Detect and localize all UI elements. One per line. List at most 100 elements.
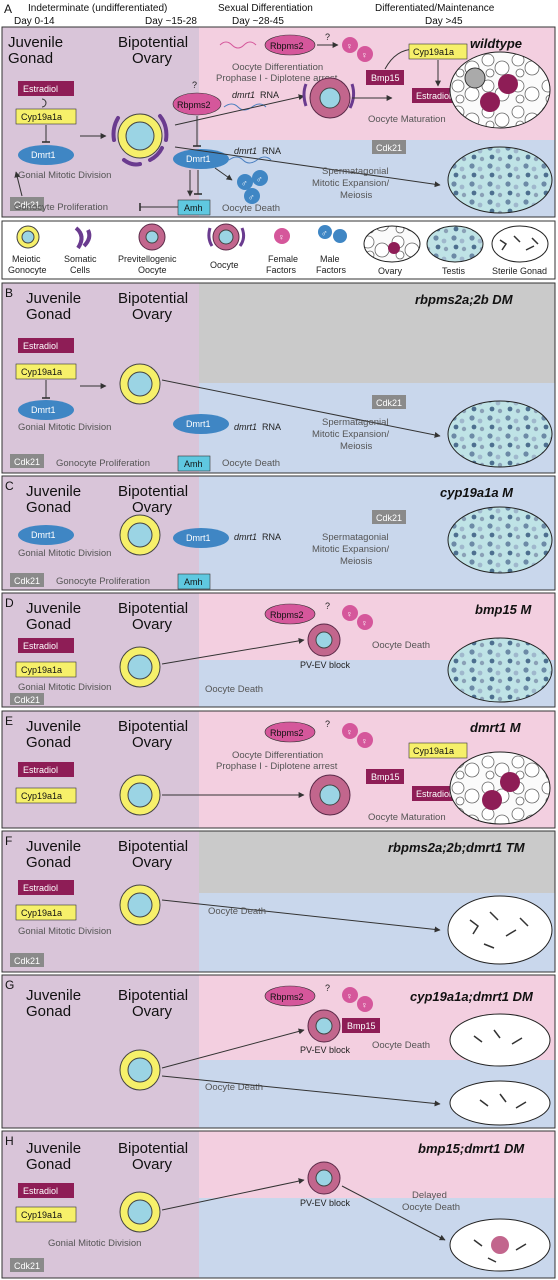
stage-gonad: Gonad	[8, 50, 53, 67]
panel-d: D Juvenile Gonad Bipotential Ovary bmp15…	[1, 592, 556, 708]
panel-letter: F	[5, 834, 12, 848]
bmp15-label: Bmp15	[371, 73, 400, 83]
genotype-label: bmp15;dmrt1 DM	[418, 1141, 525, 1156]
rbpms2-label: Rbpms2	[270, 728, 304, 738]
rbpms2-label: Rbpms2	[270, 610, 304, 620]
estradiol-label: Estradiol	[23, 765, 58, 775]
legend-male-1: Male	[320, 254, 340, 264]
gonial-mitotic-label: Gonial Mitotic Division	[18, 682, 111, 693]
cyp19a1a-label-top: Cyp19a1a	[413, 47, 454, 57]
rna-text: RNA	[262, 422, 281, 432]
estradiol-label-top: Estradiol	[416, 91, 451, 101]
cdk21-box	[10, 197, 44, 211]
testis-image	[447, 146, 553, 214]
stage-juvenile: Juvenile	[26, 987, 81, 1004]
gonial-mitotic-label: Gonial Mitotic Division	[18, 422, 111, 433]
stage-bipotential: Bipotential	[118, 483, 188, 500]
amh-label: Amh	[184, 203, 203, 213]
stage-ovary: Ovary	[132, 499, 173, 516]
cyp19a1a-label-top: Cyp19a1a	[413, 746, 454, 756]
spermatagonial-label-1: Spermatagonial	[322, 417, 389, 428]
female-symbol: ♀	[361, 736, 368, 746]
legend-previtello-1: Previtellogenic	[118, 254, 177, 264]
legend-oocyte: Oocyte	[210, 260, 239, 270]
dmrt1-rna-text: dmrt1	[234, 422, 257, 432]
estradiol-label: Estradiol	[23, 641, 58, 651]
stage-gonad: Gonad	[26, 1003, 71, 1020]
cyp19a1a-box-top	[408, 43, 468, 60]
gonocyte-prolif-label: Gonocyte Proliferation	[14, 202, 108, 213]
delayed-label: Delayed	[412, 1190, 447, 1201]
stage-juvenile: Juvenile	[26, 483, 81, 500]
col2-day: Day ~28-45	[232, 16, 284, 27]
panel-a: Juvenile Gonad Bipotential Ovary wildtyp…	[1, 26, 556, 218]
amh-label: Amh	[184, 577, 203, 587]
oocyte-death-label-2: Oocyte Death	[205, 1082, 263, 1093]
dmrt1-label: Dmrt1	[31, 150, 56, 160]
estradiol-label: Estradiol	[23, 84, 58, 94]
oocyte-death-label: Oocyte Death	[402, 1202, 460, 1213]
dmrt1-label-2: Dmrt1	[186, 533, 211, 543]
legend-male-symbol: ♂	[321, 228, 328, 238]
stage-bipotential: Bipotential	[118, 718, 188, 735]
legend-female-symbol: ♀	[278, 232, 285, 242]
male-factor	[237, 174, 253, 190]
genotype-label: bmp15 M	[475, 602, 533, 617]
panel-letter: C	[5, 479, 14, 493]
bmp15-box	[366, 70, 404, 85]
legend-female-2: Factors	[266, 265, 297, 275]
spermatagonial-label-3: Meiosis	[340, 556, 372, 567]
spermatagonial-label-1: Spermatagonial	[322, 166, 389, 177]
question-mark: ?	[325, 983, 330, 993]
estradiol-label: Estradiol	[23, 1186, 58, 1196]
cdk21-label: Cdk21	[14, 956, 40, 966]
legend-testis: Testis	[442, 266, 466, 276]
cdk21-label: Cdk21	[14, 200, 40, 210]
female-symbol: ♀	[346, 41, 353, 51]
panel-letter: E	[5, 714, 13, 728]
stage-bipotential: Bipotential	[118, 600, 188, 617]
stage-bipotential: Bipotential	[118, 1140, 188, 1157]
spermatagonial-label-2: Mitotic Expansion/	[312, 429, 389, 440]
stage-ovary: Ovary	[132, 734, 173, 751]
stage-ovary: Ovary	[132, 306, 173, 323]
gonocyte-prolif-label: Gonocyte Proliferation	[56, 458, 150, 469]
female-symbol: ♀	[361, 618, 368, 628]
panel-letter: A	[4, 2, 12, 16]
female-symbol: ♀	[346, 727, 353, 737]
stage-gonad: Gonad	[26, 734, 71, 751]
stage-ovary: Ovary	[132, 854, 173, 871]
cdk21-label: Cdk21	[14, 457, 40, 467]
spermatagonial-label-3: Meiosis	[340, 190, 372, 201]
oocyte-death-label: Oocyte Death	[222, 203, 280, 214]
rbpms2-label: Rbpms2	[270, 992, 304, 1002]
genotype-label: cyp19a1a M	[440, 485, 514, 500]
rna-text: RNA	[262, 532, 281, 542]
pvev-label: PV-EV block	[300, 660, 351, 670]
dmrt1-label-2: Dmrt1	[186, 154, 211, 164]
stage-juvenile: Juvenile	[8, 34, 63, 51]
cyp19a1a-label: Cyp19a1a	[21, 112, 62, 122]
cyp19a1a-label: Cyp19a1a	[21, 1210, 62, 1220]
dmrt1-label: Dmrt1	[31, 405, 56, 415]
legend-somatic-1: Somatic	[64, 254, 97, 264]
oocyte-maturation-label: Oocyte Maturation	[368, 812, 446, 823]
cdk21-label-2: Cdk21	[376, 143, 402, 153]
rbpms2-label-top: Rbpms2	[270, 41, 304, 51]
cdk21-box-2	[372, 140, 406, 154]
panel-e: E Juvenile Gonad Bipotential Ovary dmrt1…	[1, 710, 556, 829]
oocyte-diff-label: Oocyte Differentiation	[232, 750, 323, 761]
rbpms2-node	[172, 92, 222, 116]
pvev-label: PV-EV block	[300, 1198, 351, 1208]
male-symbol: ♂	[241, 178, 248, 188]
stage-juvenile: Juvenile	[26, 718, 81, 735]
cdk21-label-2: Cdk21	[376, 398, 402, 408]
spermatagonial-label-1: Spermatagonial	[322, 532, 389, 543]
panel-f: F Juvenile Gonad Bipotential Ovary rbpms…	[1, 830, 556, 973]
rbpms2-node-top	[264, 34, 316, 56]
spermatagonial-label-3: Meiosis	[340, 441, 372, 452]
genotype-label: rbpms2a;2b;dmrt1 TM	[388, 840, 526, 855]
col1-day: Day 0-14	[14, 16, 55, 27]
female-symbol: ♀	[346, 991, 353, 1001]
male-symbol: ♂	[256, 174, 263, 184]
